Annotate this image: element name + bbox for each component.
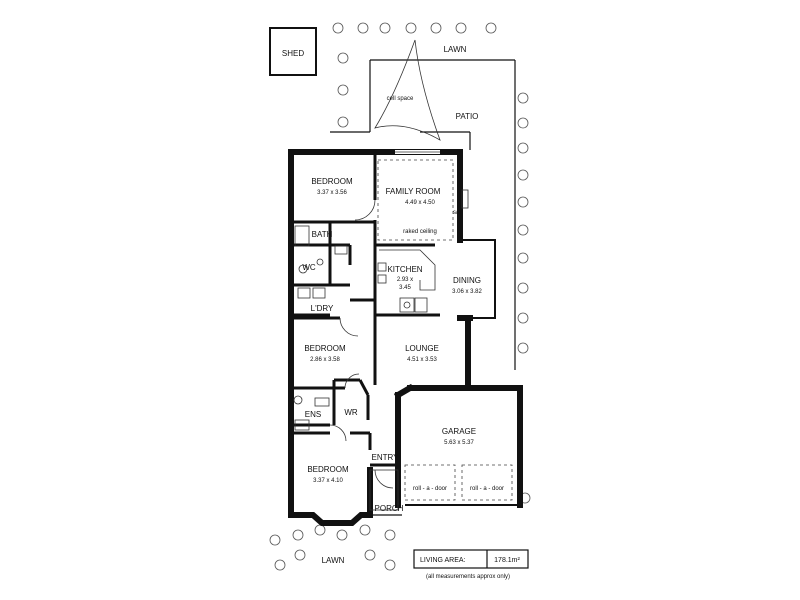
raked-ceiling-label: raked ceiling (403, 229, 437, 235)
lounge-label: LOUNGE (405, 344, 439, 353)
garage-label: GARAGE (442, 427, 476, 436)
patio-label: PATIO (456, 112, 479, 121)
living-area-box: LIVING AREA: 178.1m² (all measurements a… (413, 549, 529, 580)
room-labels: FAMILY ROOM 4.49 x 4.50 raked ceiling s/… (302, 177, 504, 565)
entry-label: ENTRY (372, 453, 400, 462)
porch-label: PORCH (375, 504, 404, 513)
kitchen-label: KITCHEN (387, 265, 422, 274)
kitchen-dim: 2.93 x (397, 277, 413, 283)
lounge-dim: 4.51 x 3.53 (407, 357, 437, 363)
cell-space-label: cell space (387, 96, 414, 102)
lawn-bottom-label: LAWN (322, 556, 345, 565)
ens-label: ENS (305, 410, 321, 419)
living-area-value: 178.1m² (494, 557, 520, 564)
shed-label: SHED (282, 49, 304, 58)
family-room-label: FAMILY ROOM (386, 187, 441, 196)
bedroom-2-label: BEDROOM (304, 344, 346, 353)
wr-label: WR (344, 408, 358, 417)
ldry-label: L'DRY (311, 304, 334, 313)
sa-label: s/a (453, 210, 462, 216)
roller-door-1-label: roll - a - door (413, 486, 447, 492)
fixtures (293, 150, 518, 516)
bath-label: BATH (312, 230, 333, 239)
wc-label: WC (302, 263, 316, 272)
disclaimer-text: (all measurements approx only) (426, 574, 510, 580)
bedroom-2-dim: 2.86 x 3.58 (310, 357, 340, 363)
yard-outline: LAWN cell space PATIO (330, 39, 516, 370)
bedroom-3-dim: 3.37 x 4.10 (313, 478, 343, 484)
living-area-label: LIVING AREA: (420, 557, 466, 564)
family-room-dim: 4.49 x 4.50 (405, 200, 435, 206)
dining-label: DINING (453, 276, 481, 285)
dining-dim: 3.06 x 3.82 (452, 289, 482, 295)
bedroom-1-dim: 3.37 x 3.56 (317, 190, 347, 196)
bedroom-3-label: BEDROOM (307, 465, 349, 474)
lawn-top-label: LAWN (444, 45, 467, 54)
roller-door-2-label: roll - a - door (470, 486, 504, 492)
garage-dim: 5.63 x 5.37 (444, 440, 474, 446)
trees (269, 22, 531, 571)
shed: SHED (269, 27, 317, 76)
bedroom-1-label: BEDROOM (311, 177, 353, 186)
interior-walls (291, 152, 440, 467)
kitchen-dim-2: 3.45 (399, 285, 411, 291)
